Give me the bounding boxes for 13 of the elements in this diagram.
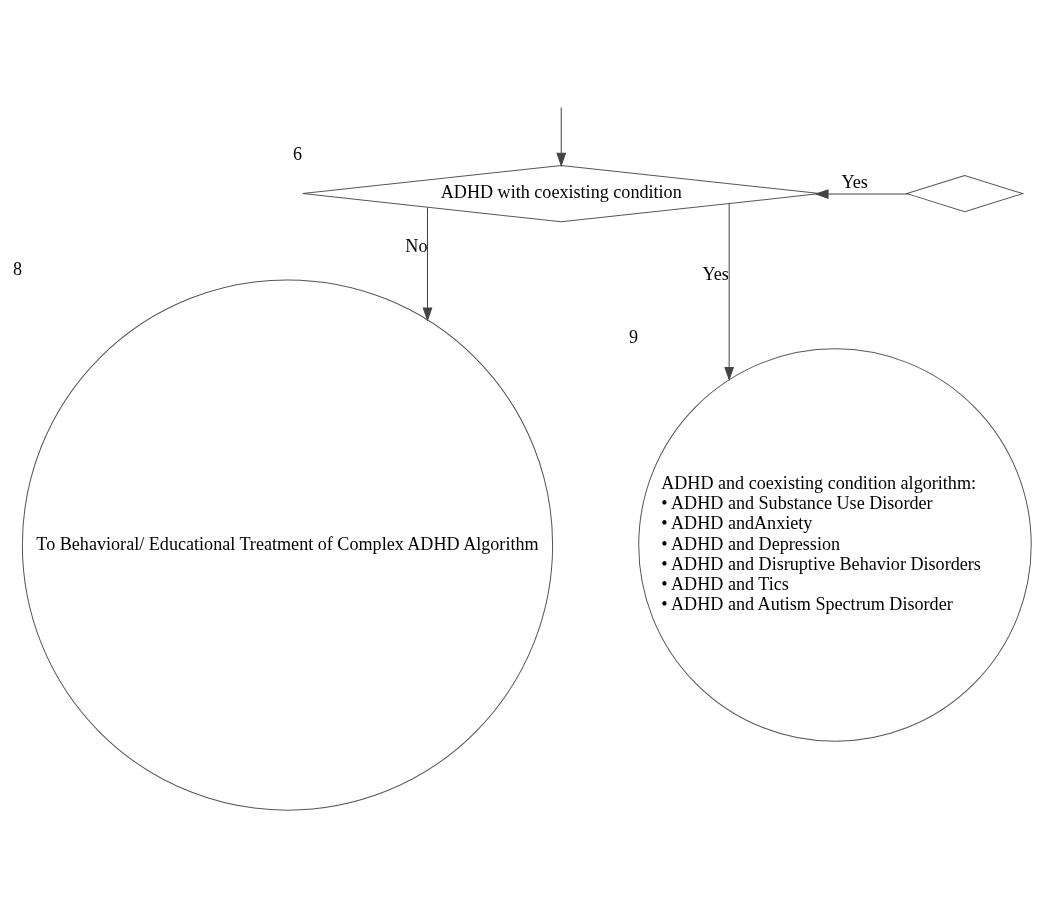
arrow <box>422 206 433 322</box>
node-circle: To Behavioral/ Educational Treatment of Complex ADHD Algorithm <box>21 278 554 811</box>
edge-label: Yes <box>841 171 868 192</box>
node-label: 6 <box>293 143 303 164</box>
node-circle: ADHD and coexisting condition algorithm: • ADHD and Substance Use Disorder • ADHD andAnxiety • ADHD and Depression • ADHD and Disruptive Behavior Disorders • ADHD and Tics • ADHD and Autism Spectrum Disorder <box>638 347 1032 742</box>
arrow <box>724 202 735 381</box>
node-diamond <box>905 174 1025 212</box>
arrow <box>814 188 909 199</box>
node-label: 9 <box>628 326 638 347</box>
edge-label: Yes <box>702 263 729 284</box>
arrow <box>556 106 567 167</box>
node-label: 8 <box>13 258 23 279</box>
edge-label: No <box>405 235 428 256</box>
